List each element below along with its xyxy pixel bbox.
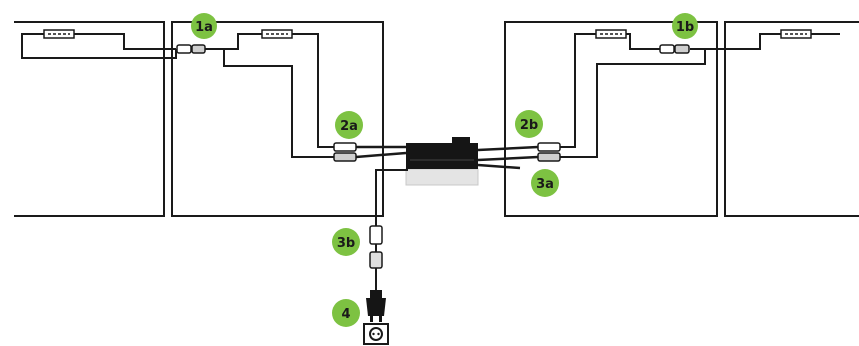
- inverter-dc-leads: [355, 145, 539, 170]
- solar-panel-left-inner: [171, 21, 384, 217]
- badge-1b-circle: [672, 13, 698, 39]
- ac-cable: [375, 169, 408, 292]
- badge-2b-label: 2b: [520, 118, 538, 133]
- badge-2a-circle: [335, 111, 363, 139]
- badge-3b: 3b: [332, 228, 360, 256]
- badge-1a-circle: [191, 13, 217, 39]
- badge-2b-circle: [515, 110, 543, 138]
- badge-2a: 2a: [335, 111, 363, 139]
- badge-3b-label: 3b: [337, 236, 355, 251]
- badge-4: 4: [332, 299, 360, 327]
- microinverter-icon: [405, 137, 479, 186]
- badge-2a-label: 2a: [340, 119, 358, 134]
- solar-panel-right-outer: [724, 21, 859, 217]
- dc-cables: [21, 33, 840, 158]
- badge-1a-label: 1a: [195, 20, 213, 35]
- badge-1a: 1a: [191, 13, 217, 39]
- badge-3a-circle: [531, 169, 559, 197]
- badge-4-label: 4: [341, 307, 350, 322]
- badge-2b: 2b: [515, 110, 543, 138]
- ac-connector-icon: [369, 225, 383, 269]
- solar-panel-right-inner: [504, 21, 718, 217]
- junction-box-left-inner: [261, 29, 293, 39]
- junction-box-right-inner: [595, 29, 627, 39]
- badge-1b: 1b: [672, 13, 698, 39]
- junction-box-right-outer: [780, 29, 812, 39]
- wall-socket-icon: [363, 323, 389, 345]
- solar-panel-left-outer: [14, 21, 165, 217]
- ac-plug-icon: [366, 290, 386, 322]
- badge-4-circle: [332, 299, 360, 327]
- junction-box-left-outer: [43, 29, 75, 39]
- badge-1b-label: 1b: [676, 20, 694, 35]
- badge-3a: 3a: [531, 169, 559, 197]
- badge-3a-label: 3a: [536, 177, 554, 192]
- badge-3b-circle: [332, 228, 360, 256]
